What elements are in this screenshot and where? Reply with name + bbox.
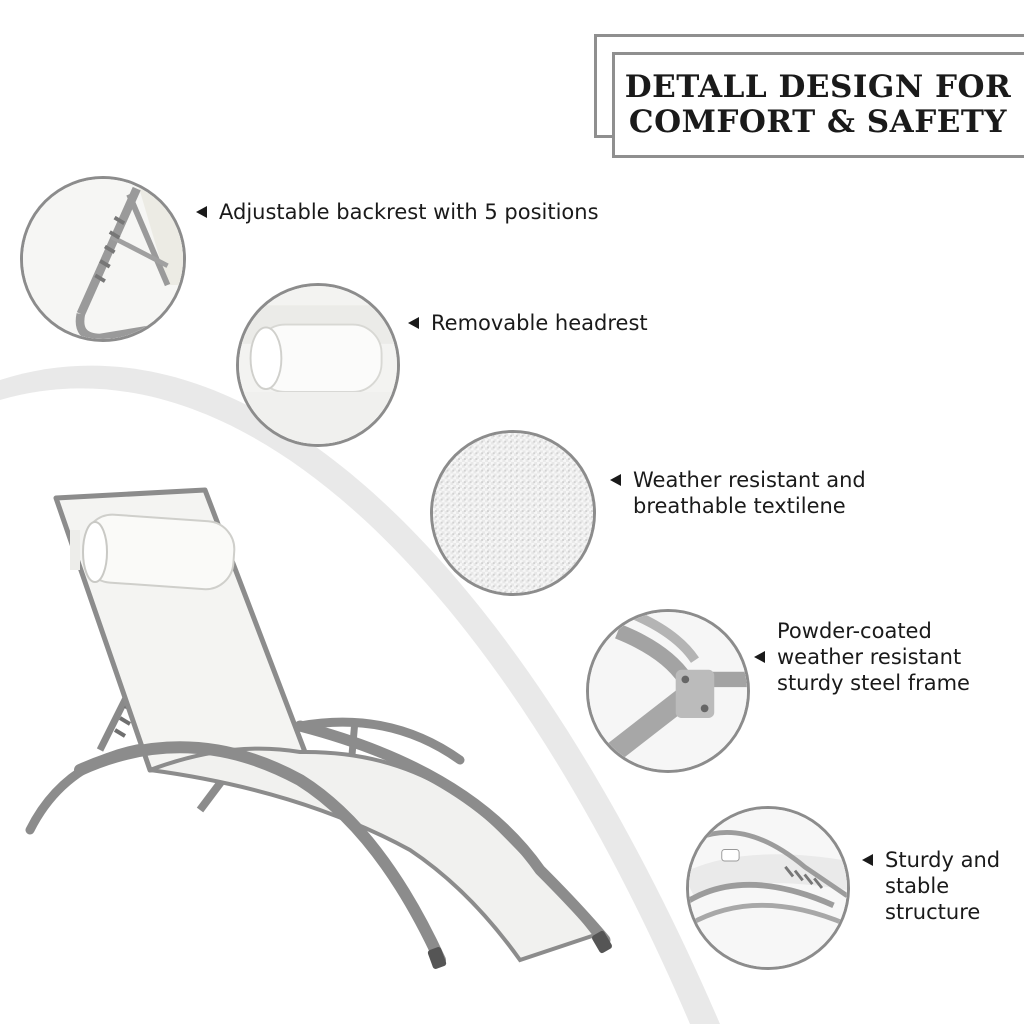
feature-backrest-label: Adjustable backrest with 5 positions: [219, 200, 599, 224]
feature-frame-label: Powder-coated weather resistant sturdy s…: [777, 619, 970, 695]
title-line-2: COMFORT & SAFETY: [628, 104, 1008, 140]
feature-headrest-label: Removable headrest: [431, 311, 648, 335]
feature-frame: Powder-coated weather resistant sturdy s…: [754, 618, 970, 696]
chaise-lounge-image: [25, 487, 612, 969]
frame-detail-image: [586, 609, 750, 773]
pointer-arrow-icon: [754, 651, 765, 663]
pointer-arrow-icon: [408, 317, 419, 329]
title-line-1: DETALL DESIGN FOR: [624, 69, 1012, 105]
pointer-arrow-icon: [196, 206, 207, 218]
headrest-detail-image: [236, 283, 400, 447]
pointer-arrow-icon: [610, 474, 621, 486]
title-frame-inner: [612, 52, 1024, 158]
structure-detail-image: [686, 806, 850, 970]
feature-textilene-label: Weather resistant and breathable textile…: [633, 468, 866, 518]
feature-textilene: Weather resistant and breathable textile…: [610, 467, 866, 519]
feature-backrest: Adjustable backrest with 5 positions: [196, 199, 599, 225]
page-title: DETALL DESIGN FOR COMFORT & SAFETY: [612, 70, 1024, 140]
pointer-arrow-icon: [862, 854, 873, 866]
feature-structure-label: Sturdy and stable structure: [885, 848, 1001, 924]
textilene-detail-image: [430, 430, 596, 596]
feature-structure: Sturdy and stable structure: [862, 847, 1024, 925]
backrest-detail-image: [20, 176, 186, 342]
feature-headrest: Removable headrest: [408, 310, 648, 336]
